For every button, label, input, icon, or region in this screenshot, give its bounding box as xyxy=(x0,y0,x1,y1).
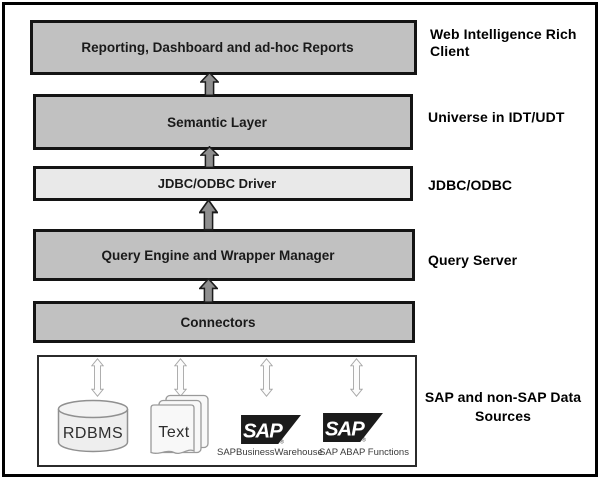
sap-logo: SAP ® xyxy=(323,413,383,442)
documents-stack-icon xyxy=(150,394,209,454)
text-files-label: Text xyxy=(158,424,190,441)
svg-text:®: ® xyxy=(280,439,285,444)
layer-box-query-engine: Query Engine and Wrapper Manager xyxy=(33,229,415,281)
layer-box-jdbc-odbc-driver: JDBC/ODBC Driver xyxy=(33,166,413,201)
layer-box-semantic-layer: Semantic Layer xyxy=(33,94,413,150)
side-label-web-intelligence-rich-client: Web Intelligence Rich Client xyxy=(430,26,577,59)
svg-text:®: ® xyxy=(362,437,367,442)
up-arrow-icon xyxy=(199,199,218,231)
database-cylinder-icon xyxy=(57,399,129,453)
side-label-data-sources: SAP and non-SAP Data Sources xyxy=(424,389,582,424)
layer-box-reporting: Reporting, Dashboard and ad-hoc Reports xyxy=(30,20,417,75)
double-arrow-icon xyxy=(174,358,187,397)
sap-abap-functions-label: SAP ABAP Functions xyxy=(319,447,409,458)
data-sources-panel: RDBMS Text SAP ® SAPBusinessWarehouse SA… xyxy=(37,355,417,467)
up-arrow-icon xyxy=(199,278,218,303)
up-arrow-icon xyxy=(200,72,219,96)
double-arrow-icon xyxy=(260,358,273,397)
rdbms-label: RDBMS xyxy=(62,425,124,442)
double-arrow-icon xyxy=(350,358,363,397)
side-label-universe-idt-udt: Universe in IDT/UDT xyxy=(428,109,565,125)
sap-business-warehouse-label: SAPBusinessWarehouse xyxy=(217,447,323,458)
svg-text:SAP: SAP xyxy=(243,421,283,443)
side-label-jdbc-odbc: JDBC/ODBC xyxy=(428,177,513,193)
layer-box-connectors: Connectors xyxy=(33,301,415,343)
double-arrow-icon xyxy=(91,358,104,397)
sap-logo: SAP ® xyxy=(241,415,301,444)
side-label-query-server: Query Server xyxy=(428,252,518,268)
up-arrow-icon xyxy=(200,146,219,168)
svg-text:SAP: SAP xyxy=(325,419,365,441)
